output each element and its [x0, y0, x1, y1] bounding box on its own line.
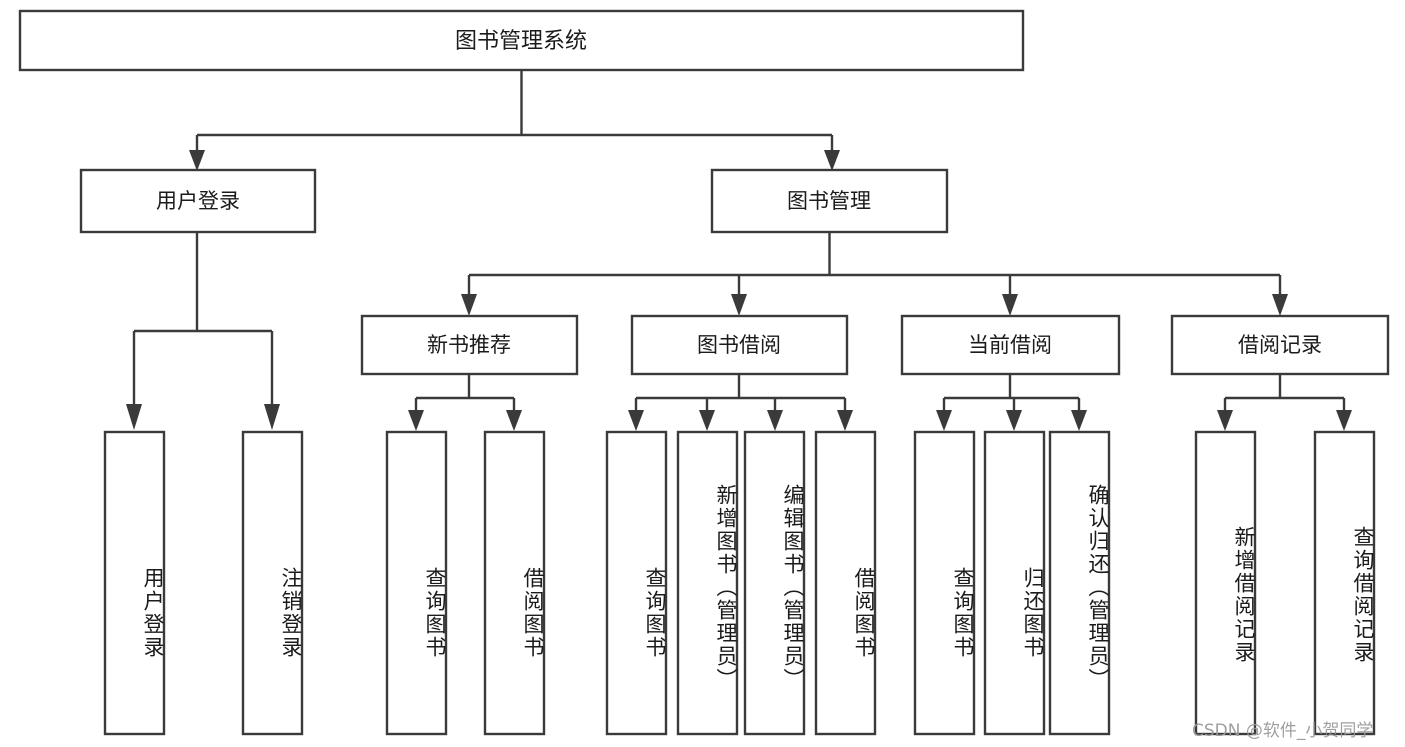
leaf-box-user-login-1[interactable] — [241, 430, 304, 736]
node-root[interactable] — [18, 9, 1025, 72]
node-borrow-record[interactable] — [1170, 314, 1390, 376]
arrow-head-current-borrow — [1002, 294, 1018, 316]
arrow-head-leaf-logout — [264, 404, 280, 430]
arrow-head-nb-leaf1 — [408, 410, 424, 431]
leaf-box-book-borrow-0[interactable] — [605, 430, 668, 736]
arrow-head-borrow-record — [1272, 294, 1288, 316]
node-current-borrow[interactable] — [900, 314, 1121, 376]
node-user-login-label: 用户登录 — [156, 189, 240, 213]
node-current-borrow-label: 当前借阅 — [968, 333, 1052, 357]
leaf-box-book-borrow-1[interactable] — [676, 430, 739, 736]
arrow-head-leaf-user-login — [126, 404, 142, 430]
arrow-head-book-borrow — [731, 294, 747, 316]
arrow-head-book-manage — [824, 150, 840, 171]
arrow-head-bb-leaf2 — [699, 410, 715, 431]
arrow-head-cb-leaf1 — [936, 410, 952, 431]
node-borrow-record-label: 借阅记录 — [1238, 333, 1322, 357]
arrow-head-bb-leaf4 — [837, 410, 853, 431]
arrow-head-cb-leaf2 — [1006, 410, 1022, 431]
node-book-manage[interactable] — [710, 168, 949, 234]
leaf-box-new-book-0[interactable] — [385, 430, 448, 736]
leaf-box-borrow-record-1[interactable] — [1313, 430, 1376, 736]
arrow-head-br-leaf1 — [1217, 410, 1233, 431]
node-user-login[interactable] — [79, 168, 317, 234]
arrow-head-br-leaf2 — [1336, 410, 1352, 431]
leaf-box-book-borrow-2[interactable] — [743, 430, 806, 736]
node-root-label: 图书管理系统 — [455, 29, 587, 54]
leaf-box-borrow-record-0[interactable] — [1194, 430, 1257, 736]
node-book-borrow[interactable] — [630, 314, 849, 376]
watermark-text: CSDN @软件_小贺同学 — [1192, 721, 1374, 741]
node-book-manage-label: 图书管理 — [787, 189, 871, 213]
leaf-box-new-book-1[interactable] — [483, 430, 546, 736]
node-book-borrow-label: 图书借阅 — [697, 333, 781, 357]
arrow-head-bb-leaf1 — [628, 410, 644, 431]
leaf-box-book-borrow-3[interactable] — [814, 430, 877, 736]
node-new-book-recommend-label: 新书推荐 — [427, 333, 511, 357]
arrow-head-user-login — [189, 150, 205, 171]
leaf-box-current-borrow-1[interactable] — [983, 430, 1046, 736]
arrow-head-cb-leaf3 — [1071, 410, 1087, 431]
node-new-book-recommend[interactable] — [360, 314, 579, 376]
leaf-box-current-borrow-0[interactable] — [913, 430, 976, 736]
arrow-head-new-book — [461, 294, 477, 316]
leaf-box-current-borrow-2[interactable] — [1048, 430, 1111, 736]
arrow-head-bb-leaf3 — [767, 410, 783, 431]
leaf-box-user-login-0[interactable] — [103, 430, 166, 736]
arrow-head-nb-leaf2 — [506, 410, 522, 431]
